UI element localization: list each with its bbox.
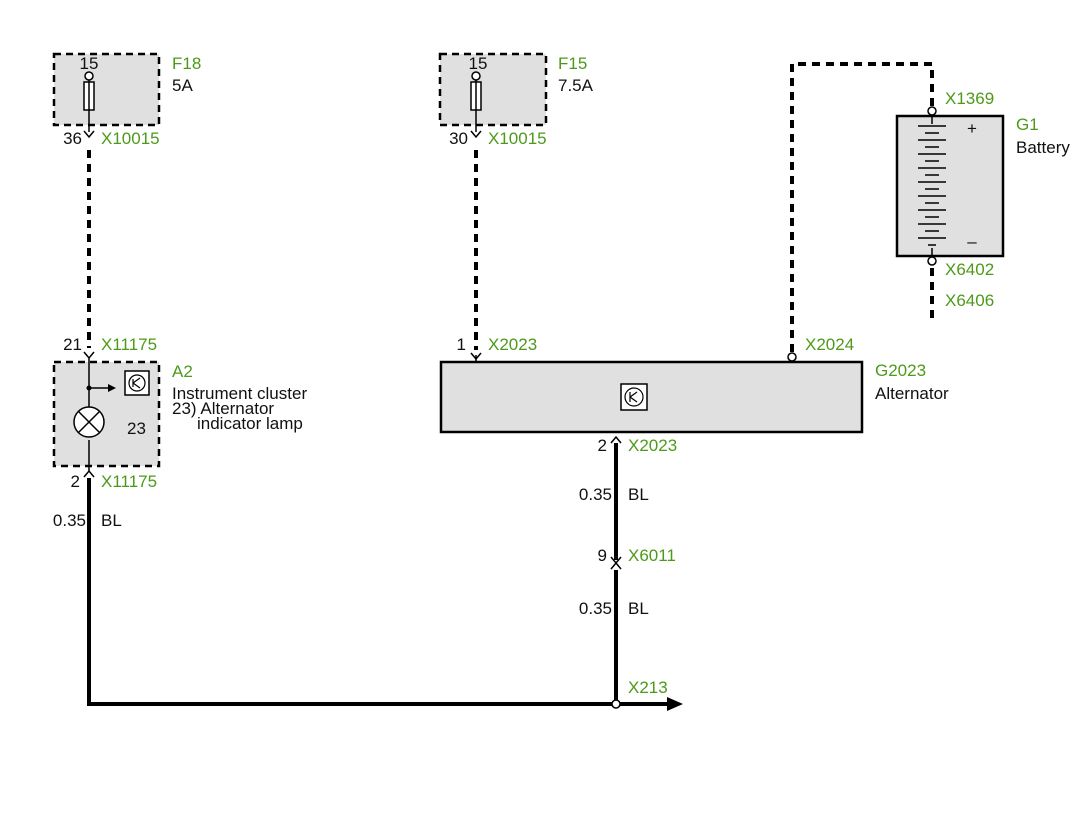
connector-chevron-icon: [83, 130, 95, 139]
cluster-item-line1: 23) Alternator: [172, 399, 274, 418]
junction-x213-connector: X213: [628, 678, 668, 697]
arrow-icon: [667, 697, 683, 711]
fuse-f18-box: [52, 52, 161, 127]
alternator-name: Alternator: [875, 384, 949, 403]
fuse-f15-rating: 7.5A: [558, 76, 594, 95]
fuse-f18-id: F18: [172, 54, 201, 73]
cluster-id: A2: [172, 362, 193, 381]
wire-cluster-to-junction: [87, 478, 616, 706]
cluster-item-number: 23: [127, 419, 146, 438]
fuse-f18-pin-top: 15: [80, 54, 99, 73]
wire-cluster-color: BL: [101, 511, 122, 530]
battery-minus-sign: –: [967, 232, 977, 251]
fuse-f15-id: F15: [558, 54, 587, 73]
connector-chevron-icon: [610, 556, 622, 565]
alternator-box: [439, 360, 864, 434]
x6011-connector: X6011: [628, 546, 676, 565]
battery-body: [895, 114, 1005, 258]
cluster-name: Instrument cluster: [172, 384, 307, 403]
cluster-connector-top: X11175: [101, 335, 157, 354]
battery-top-terminal: [927, 106, 937, 116]
fuse-f15-top-terminal: [471, 71, 481, 81]
alternator-pin-bottom: 2: [598, 436, 607, 455]
battery-cells-icon: [918, 125, 946, 246]
alternator-pin-left: 1: [457, 335, 466, 354]
wire-alt2-size: 0.35: [579, 599, 612, 618]
cluster-pin-top: 21: [63, 335, 82, 354]
x6011-pin: 9: [598, 546, 607, 565]
connector-chevron-icon: [83, 351, 95, 360]
arrow-icon: [108, 384, 116, 392]
battery-plus-sign: +: [967, 119, 977, 138]
fuse-f15-pin-top: 15: [469, 54, 488, 73]
alternator-connector-bottom: X2023: [628, 436, 677, 455]
cluster-connector-bottom: X11175: [101, 472, 157, 491]
alternator-id: G2023: [875, 361, 926, 380]
cluster-pin-bottom: 2: [71, 472, 80, 491]
wire-alt1-size: 0.35: [579, 485, 612, 504]
wire-battery-to-alternator: [790, 62, 934, 352]
lamp-icon: [73, 406, 105, 438]
battery-g1: + – X1369 G1 Battery X6402 X6406: [895, 89, 1070, 310]
transistor-icon: [124, 370, 150, 396]
fuse-f18-pin-bottom: 36: [63, 129, 82, 148]
alternator-g2023: 1 X2023 X2024 G2023 Alternator 2 X2023: [439, 335, 949, 455]
fuse-f15-pin-bottom: 30: [449, 129, 468, 148]
wire-alt1-color: BL: [628, 485, 649, 504]
fuse-f18-top-terminal: [84, 71, 94, 81]
battery-connector-top: X1369: [945, 89, 994, 108]
alternator-connector-right: X2024: [805, 335, 854, 354]
fuse-f15-box: [438, 52, 548, 127]
transistor-icon: [620, 383, 648, 411]
alternator-connector-left: X2023: [488, 335, 537, 354]
battery-name: Battery: [1016, 138, 1070, 157]
battery-ground-connector: X6406: [945, 291, 994, 310]
cluster-item-line2: indicator lamp: [197, 414, 303, 433]
junction-dot: [86, 385, 92, 391]
alternator-terminal-x2024: [787, 352, 797, 362]
battery-id: G1: [1016, 115, 1039, 134]
fuse-f18: 15 F18 5A 36 X10015: [52, 52, 201, 148]
connector-chevron-icon: [610, 435, 622, 444]
connector-chevron-icon: [470, 130, 482, 139]
battery-bottom-terminal: [927, 256, 937, 266]
fuse-f15-connector: X10015: [488, 129, 547, 148]
fuse-f15: 15 F15 7.5A 30 X10015: [438, 52, 594, 148]
fuse-f18-rating: 5A: [172, 76, 193, 95]
battery-connector-bottom: X6402: [945, 260, 994, 279]
instrument-cluster-a2: 23 21 X11175 A2 Instrument cluster 23) A…: [52, 335, 307, 491]
fuse-f18-connector: X10015: [101, 129, 160, 148]
wire-cluster-size: 0.35: [53, 511, 86, 530]
instrument-cluster-box: [52, 360, 161, 468]
wire-alt2-color: BL: [628, 599, 649, 618]
junction-x213-terminal: [611, 699, 621, 709]
